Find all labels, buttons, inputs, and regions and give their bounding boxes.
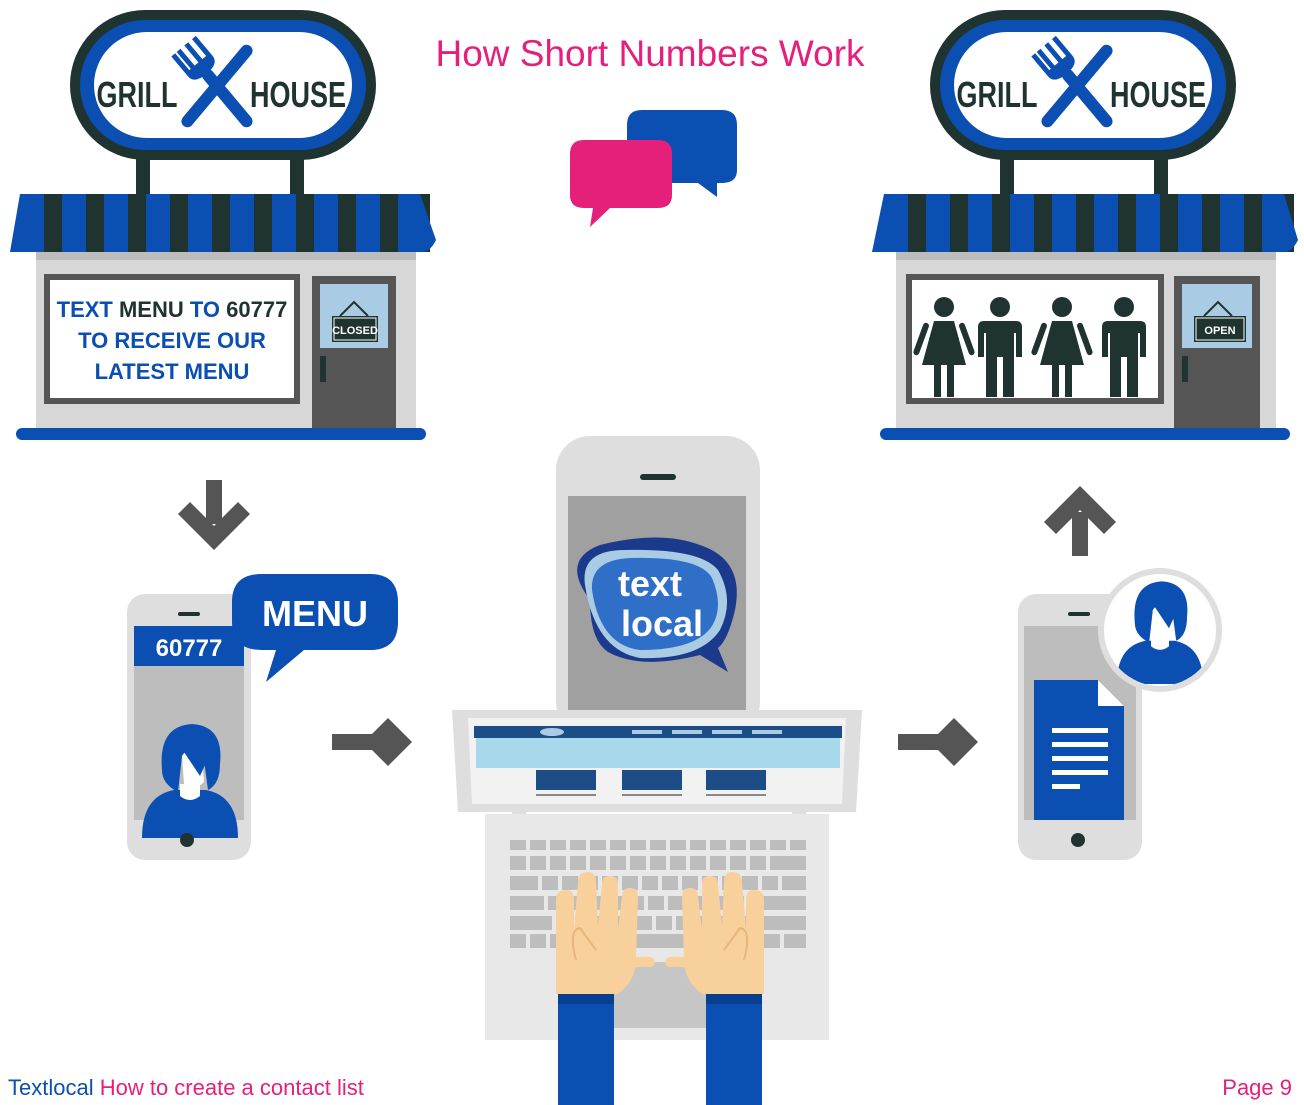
sign-grill-text: GRILL (957, 74, 1038, 115)
footer-page-number: Page 9 (1222, 1075, 1292, 1100)
logo-text-line-1: text (618, 563, 682, 604)
awning (10, 194, 436, 252)
window-line-1: TEXT MENU TO 60777 (57, 297, 288, 322)
right-shop: GRILL HOUSE (872, 10, 1298, 440)
footer-brand: Textlocal (8, 1075, 94, 1100)
laptop (452, 710, 862, 1040)
sign-grill-text: GRILL (97, 74, 178, 115)
right-arrow-icon (898, 706, 978, 778)
left-shop: GRILL HOUSE TEXT MENU TO 60777 (10, 10, 436, 440)
logo-text-line-2: local (621, 603, 703, 644)
open-sign-text: OPEN (1204, 325, 1235, 337)
short-number-display: 60777 (156, 635, 223, 662)
textlocal-logo: text local (577, 537, 737, 672)
center-phone: text local (556, 436, 760, 736)
chat-bubbles-icon (570, 110, 737, 227)
window-line-2: TO RECEIVE OUR (78, 328, 266, 353)
awning (872, 194, 1298, 252)
closed-sign-text: CLOSED (332, 325, 378, 337)
grill-house-sign: GRILL HOUSE (930, 10, 1236, 160)
grill-house-sign: GRILL HOUSE (70, 10, 376, 160)
menu-message-text: MENU (262, 593, 368, 634)
diagram-title: How Short Numbers Work (435, 33, 865, 74)
typing-hands (556, 872, 764, 1105)
menu-speech-bubble: MENU (232, 574, 398, 682)
sign-house-text: HOUSE (1110, 74, 1206, 115)
open-door-sign: OPEN (1194, 300, 1246, 342)
footer-doc-title: How to create a contact list (99, 1075, 364, 1100)
right-arrow-icon (332, 706, 412, 778)
left-phone: 60777 (127, 594, 251, 860)
sign-house-text: HOUSE (250, 74, 346, 115)
footer-left: Textlocal How to create a contact list (8, 1075, 364, 1101)
closed-door-sign: CLOSED (332, 300, 378, 342)
up-arrow-icon (1044, 486, 1116, 556)
customer-avatar (1098, 568, 1222, 692)
down-arrow-icon (178, 480, 250, 550)
menu-document-icon (1034, 680, 1124, 820)
window-line-3: LATEST MENU (95, 359, 250, 384)
